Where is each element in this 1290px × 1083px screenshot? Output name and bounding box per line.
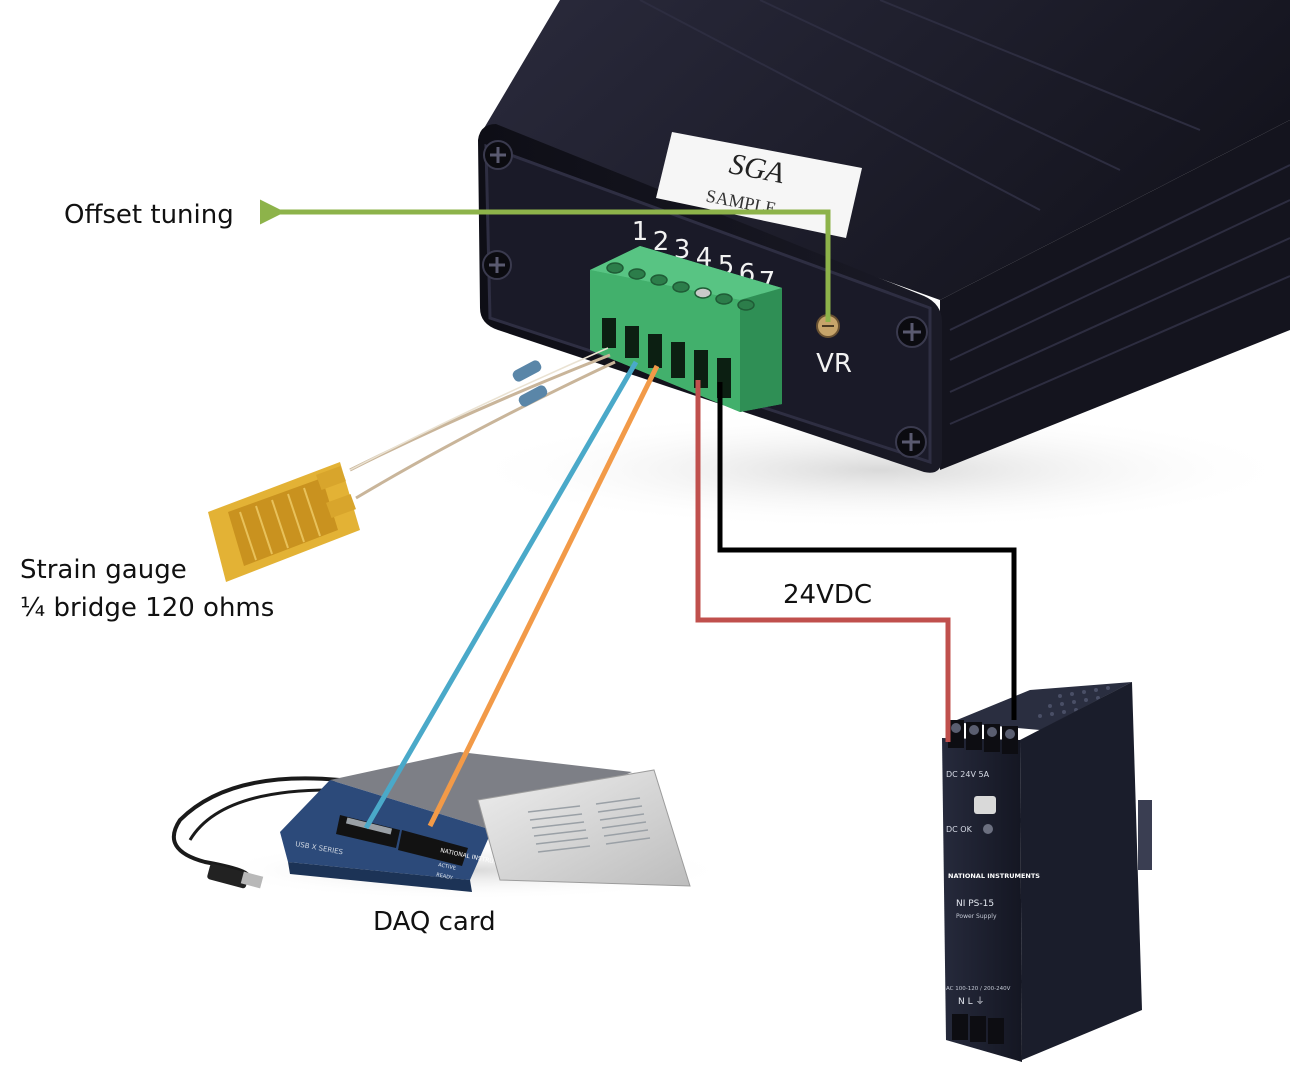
terminal-number-1: 1 (632, 217, 649, 247)
psu-brand: NATIONAL INSTRUMENTS (948, 872, 1040, 880)
psu-top (952, 682, 1132, 730)
daq-card: USB X SERIES NATIONAL INSTRUMENTS ACTIVE… (171, 752, 730, 900)
power-supply: DC 24V 5A DC OK NATIONAL INSTRUMENTS NI … (942, 682, 1152, 1062)
strain-gauge-label-line1: Strain gauge (20, 555, 187, 585)
terminal-block[interactable] (590, 246, 782, 412)
amplifier-top-surface (480, 0, 1290, 300)
daq-card-label: DAQ card (373, 907, 496, 937)
supply-wire-negative (717, 382, 1017, 720)
supply-wire-positive (695, 380, 951, 742)
usb-plug-icon (207, 863, 264, 889)
daq-led-ready: READY (436, 872, 454, 882)
psu-input-terminals[interactable] (952, 1014, 1004, 1044)
amplifier-shadow (460, 410, 1290, 530)
signal-wire-orange (427, 364, 660, 828)
daq-top-surface (330, 752, 632, 830)
psu-model: NI PS-15 (956, 899, 994, 909)
supply-voltage-label: 24VDC (783, 580, 873, 610)
screw-icon (896, 316, 928, 348)
trimmer-potentiometer[interactable] (816, 314, 840, 338)
psu-input-rating: AC 100-120 / 200-240V (946, 986, 1011, 992)
offset-tuning-arrow (260, 199, 831, 322)
psu-status-label: DC OK (946, 825, 973, 834)
daq-led-active: ACTIVE (438, 862, 457, 872)
psu-output-rating: DC 24V 5A (946, 770, 990, 779)
psu-model-sub: Power Supply (956, 913, 997, 920)
terminal-number-2: 2 (653, 227, 670, 257)
wires (260, 199, 1017, 830)
offset-tuning-label: Offset tuning (64, 200, 234, 230)
strain-gauge (208, 347, 616, 582)
psu-output-terminals[interactable] (948, 720, 1018, 754)
trimmer-label: VR (816, 349, 852, 379)
psu-side (1020, 682, 1142, 1060)
strain-gauge-label: Strain gauge ¼ bridge 120 ohms (20, 551, 274, 627)
psu-status-led (983, 824, 993, 834)
amplifier-ridges (639, 0, 1290, 425)
psu-front (942, 738, 1022, 1062)
psu-adjust-knob[interactable] (974, 796, 996, 814)
screw-icon (482, 250, 512, 280)
strain-gauge-label-line2: ¼ bridge 120 ohms (20, 593, 275, 623)
signal-wire-blue (363, 360, 639, 830)
screw-icon (895, 426, 927, 458)
psu-input-terminals-label: N L ⏚ (958, 996, 984, 1007)
screw-icon (483, 140, 513, 170)
